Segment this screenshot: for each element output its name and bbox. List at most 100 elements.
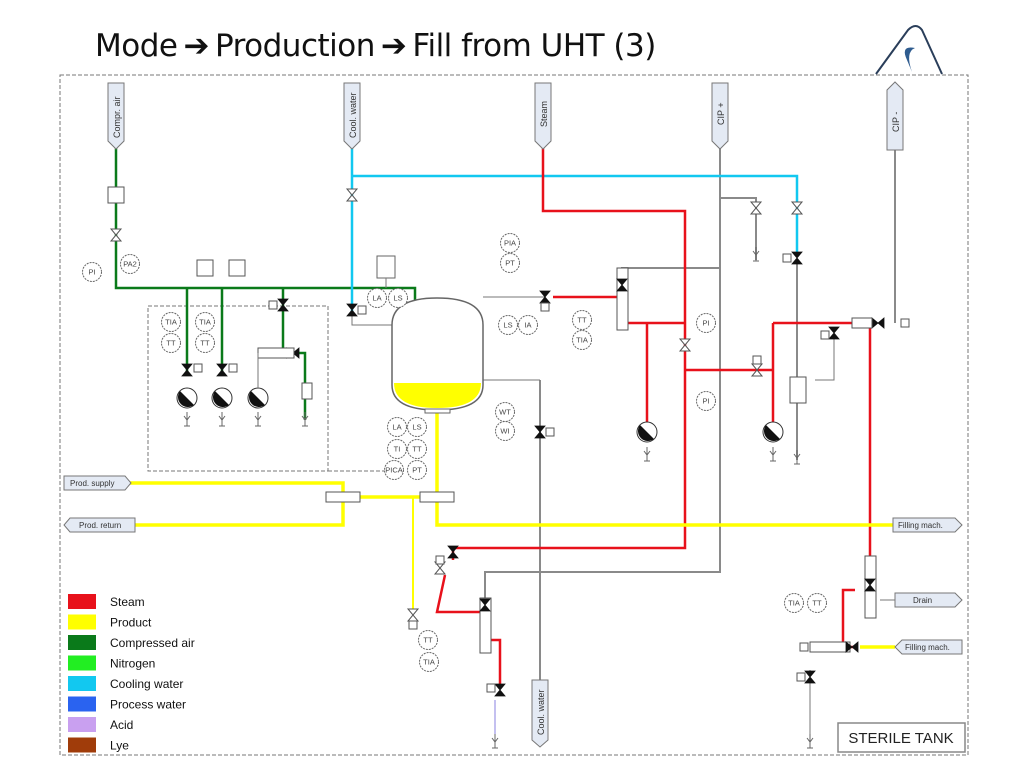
legend-item: Steam [68, 594, 145, 609]
legend-item: Compressed air [68, 635, 195, 650]
legend-swatch [68, 594, 96, 609]
svg-text:Drain: Drain [913, 596, 932, 605]
svg-text:TI: TI [394, 445, 401, 454]
svg-text:PT: PT [412, 466, 422, 475]
svg-text:Compr. air: Compr. air [112, 96, 122, 138]
instrument-pi: PI [696, 391, 716, 411]
svg-text:Prod. supply: Prod. supply [70, 479, 114, 488]
instrument-pa2: PA2 [120, 254, 140, 274]
tag-drain: Drain [894, 592, 963, 608]
svg-text:Cool. water: Cool. water [348, 92, 358, 138]
tag-compr-air: Compr. air [107, 82, 125, 150]
legend-item: Cooling water [68, 676, 183, 691]
svg-text:PI: PI [702, 319, 709, 328]
legend-swatch [68, 696, 96, 712]
tag-cool-water-in: Cool. water [343, 82, 361, 150]
instrument-ls: LS [498, 315, 518, 335]
instrument-ls: LS [388, 288, 408, 308]
arrow-right-icon: ➔ [380, 28, 407, 64]
company-wave-logo [875, 25, 943, 75]
compressed-air-line [114, 148, 417, 420]
title-production: Production [214, 28, 375, 64]
svg-text:LS: LS [412, 423, 421, 432]
tag-cip-plus: CIP + [711, 82, 729, 150]
svg-text:Cool. water: Cool. water [536, 689, 546, 735]
instrument-wt: WT [495, 402, 515, 422]
legend-item: Product [68, 614, 152, 630]
control-loop-box [147, 305, 329, 472]
instrument-pt: PT [500, 253, 520, 273]
tank-product-level [394, 383, 481, 408]
svg-text:PICA: PICA [385, 466, 403, 475]
legend-item: Acid [68, 717, 133, 732]
title-mode: Mode [95, 28, 178, 64]
instrument-tt: TT [195, 333, 215, 353]
arrow-right-icon: ➔ [183, 28, 209, 64]
svg-text:PI: PI [88, 268, 95, 277]
valves [107, 186, 910, 697]
tag-filling-mach-2: Filling mach. [894, 639, 963, 655]
instrument-pt: PT [407, 460, 427, 480]
tag-steam: Steam [534, 82, 552, 150]
sterile-tank-label: STERILE TANK [837, 722, 966, 753]
legend-swatch [68, 717, 96, 732]
legend-label: Nitrogen [110, 657, 155, 671]
instrument-pi: PI [82, 262, 102, 282]
svg-text:Filling mach.: Filling mach. [898, 521, 943, 530]
instrument-tt: TT [161, 333, 181, 353]
svg-text:PA2: PA2 [123, 260, 137, 269]
instrument-pia: PIA [500, 233, 520, 253]
svg-text:WT: WT [499, 408, 511, 417]
svg-text:LS: LS [503, 321, 512, 330]
legend-swatch [68, 737, 96, 753]
legend-swatch [68, 676, 96, 691]
instrument-tia: TIA [419, 652, 439, 672]
svg-text:CIP -: CIP - [891, 112, 901, 132]
instrument-pi: PI [696, 313, 716, 333]
legend-swatch [68, 635, 96, 650]
legend-label: Acid [110, 718, 133, 732]
diagram-frame [59, 74, 969, 756]
sterile-tank-vessel [376, 255, 484, 414]
legend-label: Compressed air [110, 636, 195, 650]
svg-text:TIA: TIA [199, 318, 211, 327]
tag-prod-return: Prod. return [63, 517, 136, 533]
svg-text:CIP +: CIP + [716, 102, 726, 125]
svg-text:TT: TT [200, 339, 210, 348]
product-line [130, 410, 895, 649]
instrument-tia: TIA [784, 593, 804, 613]
svg-text:LA: LA [392, 423, 401, 432]
instrument-tia: TIA [572, 330, 592, 350]
svg-text:Prod. return: Prod. return [79, 521, 121, 530]
legend-item: Process water [68, 696, 186, 712]
instrument-tt: TT [572, 310, 592, 330]
svg-text:TIA: TIA [788, 599, 800, 608]
legend-swatch [68, 655, 96, 671]
instrument-ls: LS [407, 417, 427, 437]
tag-prod-supply: Prod. supply [63, 475, 132, 491]
instrument-tt: TT [407, 439, 427, 459]
svg-text:TT: TT [423, 636, 433, 645]
instrument-tia: TIA [195, 312, 215, 332]
tag-cip-minus: CIP - [886, 81, 904, 151]
instrument-wi: WI [495, 421, 515, 441]
svg-text:TT: TT [577, 316, 587, 325]
cooling-water-line [350, 148, 799, 312]
tag-cool-water-out: Cool. water [531, 679, 549, 748]
svg-text:WI: WI [500, 427, 509, 436]
instrument-ti: TI [387, 439, 407, 459]
legend-label: Steam [110, 595, 145, 609]
legend-item: Nitrogen [68, 655, 155, 671]
svg-text:PI: PI [702, 397, 709, 406]
svg-text:TIA: TIA [423, 658, 435, 667]
svg-text:TT: TT [812, 599, 822, 608]
tag-filling-mach-1: Filling mach. [892, 517, 963, 533]
instrument-la: LA [367, 288, 387, 308]
instrument-la: LA [387, 417, 407, 437]
instrument-tt: TT [418, 630, 438, 650]
legend-item: Lye [68, 737, 129, 753]
svg-text:IA: IA [524, 321, 531, 330]
pumps [176, 246, 814, 749]
